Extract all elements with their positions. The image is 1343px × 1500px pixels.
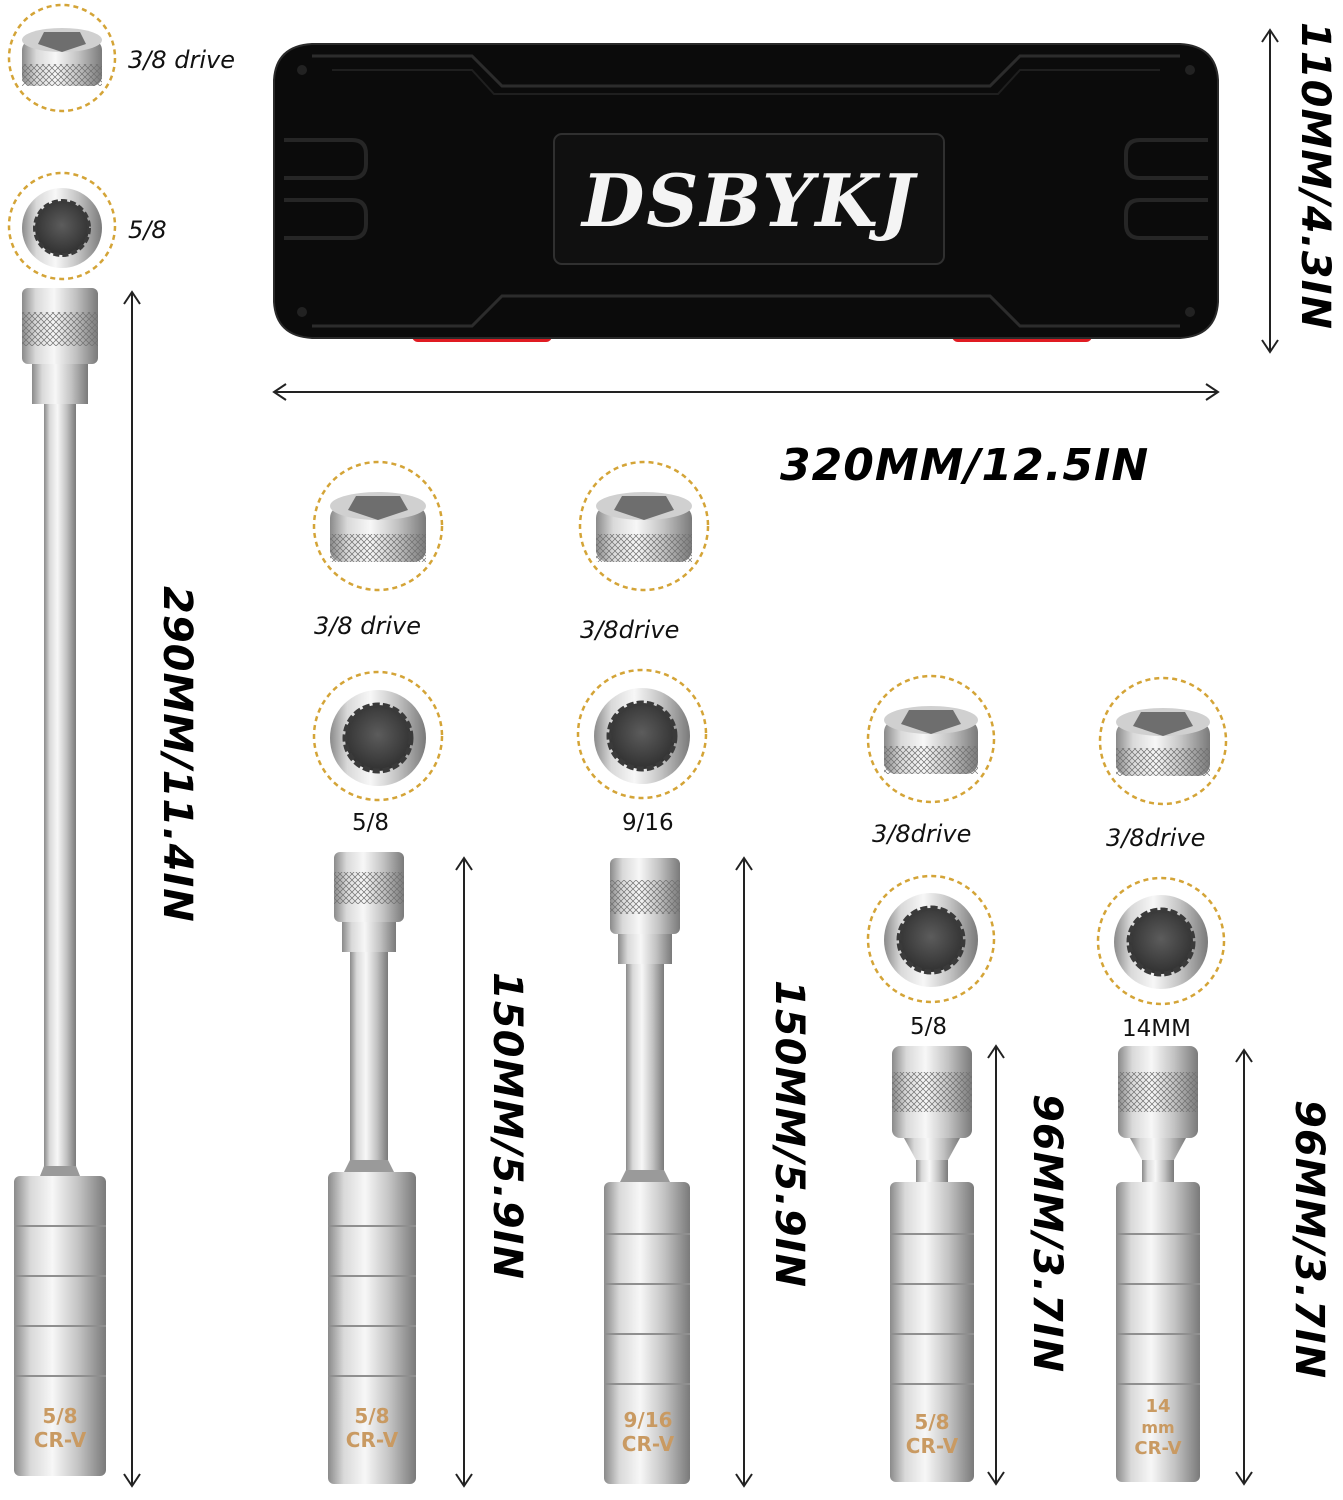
short-socket-image: 5/8 CR-V <box>884 1044 980 1490</box>
engraving-size: 5/8 <box>914 1410 950 1434</box>
medium-socket-image: 9/16 CR-V <box>600 856 696 1490</box>
engraving-size: 5/8 <box>354 1404 390 1428</box>
engraving-size: 9/16 <box>623 1408 673 1432</box>
engraving-size: 14 <box>1145 1396 1171 1417</box>
engraving-unit: mm <box>1141 1418 1175 1437</box>
drive-end-icon <box>310 458 446 594</box>
medium-socket-arrow <box>732 856 756 1490</box>
drive-end-icon <box>1096 674 1230 808</box>
short-socket-arrow <box>1232 1048 1256 1488</box>
engraving-material: CR-V <box>621 1432 675 1456</box>
hex-end-icon <box>864 872 998 1006</box>
tool-case: DSBYKJ <box>272 40 1220 344</box>
drive-label: 3/8 drive <box>314 612 421 640</box>
drive-end-icon <box>576 458 712 594</box>
medium-socket-arrow <box>452 856 476 1490</box>
medium-socket-length: 150MM/5.9IN <box>766 980 812 1288</box>
hex-end-icon <box>1094 874 1228 1008</box>
drive-end-icon <box>4 2 120 114</box>
size-label: 5/8 <box>352 810 390 836</box>
case-width-arrow <box>272 380 1220 404</box>
short-socket-length: 96MM/3.7IN <box>1024 1094 1070 1374</box>
engraving-material: CR-V <box>905 1434 959 1458</box>
brand-logo: DSBYKJ <box>581 158 917 243</box>
hex-end-icon <box>4 170 120 282</box>
engraving-material: CR-V <box>33 1428 87 1452</box>
medium-socket-image: 5/8 CR-V <box>322 850 422 1490</box>
short-socket-image: 14 mm CR-V <box>1110 1044 1206 1490</box>
size-label: 9/16 <box>622 810 674 836</box>
short-socket-arrow <box>984 1044 1008 1488</box>
case-height-label: 110MM/4.3IN <box>1292 22 1338 330</box>
size-label: 14MM <box>1122 1016 1191 1042</box>
drive-label: 3/8drive <box>580 616 680 644</box>
short-socket-length: 96MM/3.7IN <box>1286 1100 1332 1380</box>
hex-end-icon <box>574 666 710 802</box>
engraving-material: CR-V <box>345 1428 399 1452</box>
engraving-material: CR-V <box>1134 1438 1182 1459</box>
engraving-size: 5/8 <box>42 1404 78 1428</box>
medium-socket-length: 150MM/5.9IN <box>484 972 530 1280</box>
drive-end-icon <box>864 672 998 806</box>
size-label: 5/8 <box>910 1014 948 1040</box>
case-width-label: 320MM/12.5IN <box>780 440 1150 491</box>
case-height-arrow <box>1258 28 1282 354</box>
hex-end-icon <box>310 668 446 804</box>
size-label: 5/8 <box>128 216 167 244</box>
long-socket-length: 290MM/11.4IN <box>154 586 200 923</box>
drive-label: 3/8drive <box>1106 824 1206 852</box>
drive-label: 3/8drive <box>872 820 972 848</box>
drive-label: 3/8 drive <box>128 46 235 74</box>
long-socket-image: 5/8 CR-V <box>8 286 112 1486</box>
long-socket-arrow <box>120 290 144 1490</box>
